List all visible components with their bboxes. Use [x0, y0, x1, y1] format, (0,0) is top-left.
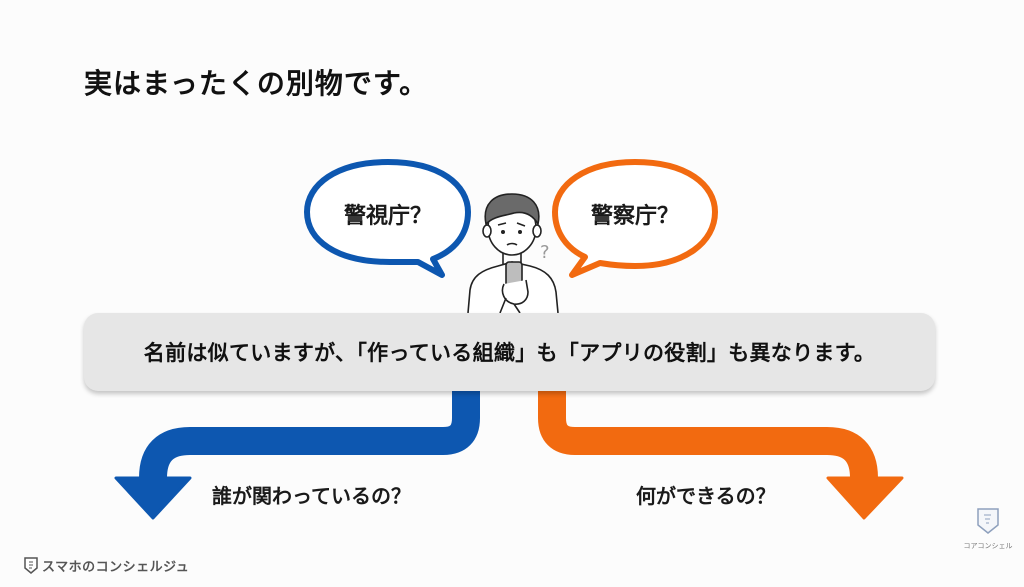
banner-text: 名前は似ていますが、「作っている組織」も「アプリの役割」も異なります。: [143, 341, 876, 365]
slide-title: 実はまったくの別物です。: [84, 67, 429, 100]
speech-bubble-orange: [552, 159, 718, 278]
shield-logo-icon: [977, 508, 999, 534]
branch-label-what: 何ができるの？: [636, 484, 776, 508]
arrow-left-down-blue: [114, 390, 480, 520]
bubble-label-keisatsucho: 警察庁？: [591, 204, 680, 229]
branch-label-who: 誰が関わっているの？: [212, 484, 411, 508]
confused-person-with-phone-icon: [467, 193, 559, 314]
footer-logo-left: スマホのコンシェルジュ: [24, 556, 189, 575]
brand-mark-right: コアコンシェル: [958, 508, 1018, 551]
explanation-banner: 名前は似ていますが、「作っている組織」も「アプリの役割」も異なります。: [84, 313, 935, 391]
bubble-label-keishicho: 警視庁？: [344, 204, 433, 229]
shield-icon: [24, 557, 38, 574]
footer-brand-text: スマホのコンシェルジュ: [42, 560, 190, 575]
arrow-right-down-orange: [538, 390, 904, 520]
question-mark-icon: ?: [540, 242, 550, 263]
brand-mark-text: コアコンシェル: [963, 542, 1013, 550]
speech-bubble-blue: [304, 159, 471, 278]
